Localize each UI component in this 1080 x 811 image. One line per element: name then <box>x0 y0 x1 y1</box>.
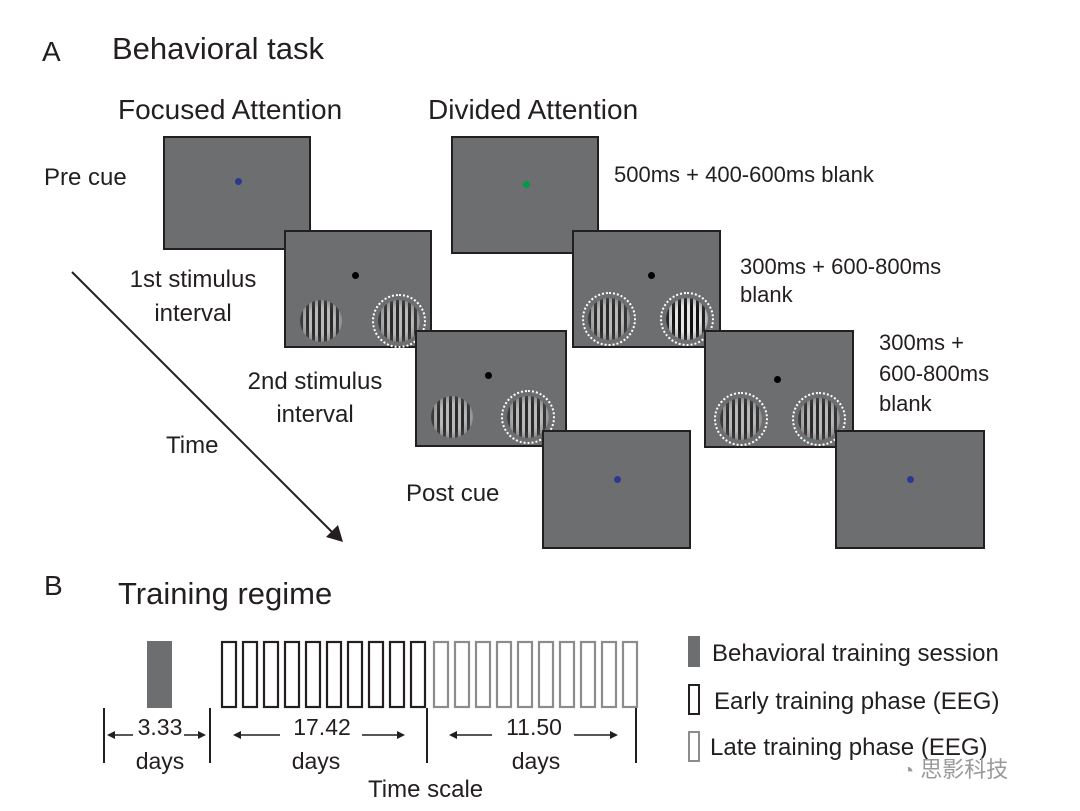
grating-left <box>431 396 473 438</box>
late-session-bar <box>495 640 513 709</box>
late-session-bar <box>600 640 618 709</box>
focused-stim1-screen <box>284 230 432 348</box>
fixation-dot <box>485 372 492 379</box>
fixation-dot <box>907 476 914 483</box>
legend-swatch-late <box>688 731 700 762</box>
divided-attention-title: Divided Attention <box>428 94 639 125</box>
watermark-text: 思影科技 <box>920 757 1009 782</box>
early-session-bar <box>241 640 259 709</box>
duration-17-42-value: 17.42 <box>293 714 351 740</box>
divided-stim2-screen <box>704 330 854 448</box>
early-session-bar <box>388 640 406 709</box>
late-session-bar <box>453 640 471 709</box>
attention-ring-right <box>792 392 846 446</box>
divided-postcue-screen <box>835 430 985 549</box>
early-session-bar <box>367 640 385 709</box>
attention-ring-left <box>714 392 768 446</box>
stim2-label-line1: 2nd stimulus <box>247 368 383 395</box>
early-session-bar <box>346 640 364 709</box>
legend-label-early: Early training phase (EEG) <box>714 688 1000 715</box>
early-sessions <box>220 640 427 709</box>
panel-b-title: Training regime <box>118 576 333 611</box>
timing-stim2-line2: 600-800ms <box>879 361 990 386</box>
fixation-dot-green <box>523 181 530 188</box>
focused-attention-title: Focused Attention <box>118 94 343 125</box>
duration-11-50-unit: days <box>511 748 561 774</box>
watermark: ◔ 思影科技 <box>902 752 1008 784</box>
late-sessions <box>432 640 639 709</box>
legend-label-behavioral: Behavioral training session <box>712 640 999 667</box>
legend-swatch-early <box>688 684 700 715</box>
legend-swatch-behavioral <box>688 636 700 667</box>
fixation-dot <box>352 272 359 279</box>
grating-left <box>300 300 342 342</box>
duration-11-50-value: 11.50 <box>506 714 562 740</box>
timing-stim2-line3: blank <box>879 391 932 416</box>
legend-label-late: Late training phase (EEG) <box>710 734 988 761</box>
early-session-bar <box>283 640 301 709</box>
stim1-label-line1: 1st stimulus <box>129 266 257 293</box>
time-scale-label: Time scale <box>368 776 484 803</box>
late-session-bar <box>558 640 576 709</box>
attention-ring <box>372 294 426 348</box>
attention-ring-right <box>660 292 714 346</box>
duration-3-33-value: 3.33 <box>137 714 183 740</box>
stim1-label-line2: interval <box>154 300 232 327</box>
pre-cue-label: Pre cue <box>44 164 127 191</box>
fixation-dot <box>235 178 242 185</box>
wechat-icon: ◔ <box>902 760 915 782</box>
panel-a-title: Behavioral task <box>112 31 324 66</box>
late-session-bar <box>516 640 534 709</box>
fixation-dot <box>774 376 781 383</box>
panel-a-letter: A <box>42 36 61 67</box>
late-session-bar <box>537 640 555 709</box>
timing-stim1-line1: 300ms + 600-800ms <box>740 254 942 279</box>
focused-stim2-screen <box>415 330 567 447</box>
behavioral-session-bar <box>147 641 172 708</box>
early-session-bar <box>409 640 427 709</box>
focused-postcue-screen <box>542 430 691 549</box>
panel-b-letter: B <box>44 570 63 601</box>
timing-stim2-line1: 300ms + <box>879 330 964 355</box>
attention-ring <box>501 390 555 444</box>
divided-stim1-screen <box>572 230 721 348</box>
stim2-label-line2: interval <box>276 401 354 428</box>
timing-precue: 500ms + 400-600ms blank <box>614 162 874 187</box>
timing-stim1-line2: blank <box>740 282 793 307</box>
duration-3-33-unit: days <box>135 748 185 774</box>
early-session-bar <box>325 640 343 709</box>
post-cue-label: Post cue <box>406 480 500 507</box>
early-session-bar <box>262 640 280 709</box>
fixation-dot <box>648 272 655 279</box>
late-session-bar <box>474 640 492 709</box>
duration-17-42-unit: days <box>291 748 341 774</box>
attention-ring-left <box>582 292 636 346</box>
fixation-dot <box>614 476 621 483</box>
time-label: Time <box>166 432 219 459</box>
early-session-bar <box>304 640 322 709</box>
early-session-bar <box>220 640 238 709</box>
late-session-bar <box>579 640 597 709</box>
late-session-bar <box>621 640 639 709</box>
late-session-bar <box>432 640 450 709</box>
